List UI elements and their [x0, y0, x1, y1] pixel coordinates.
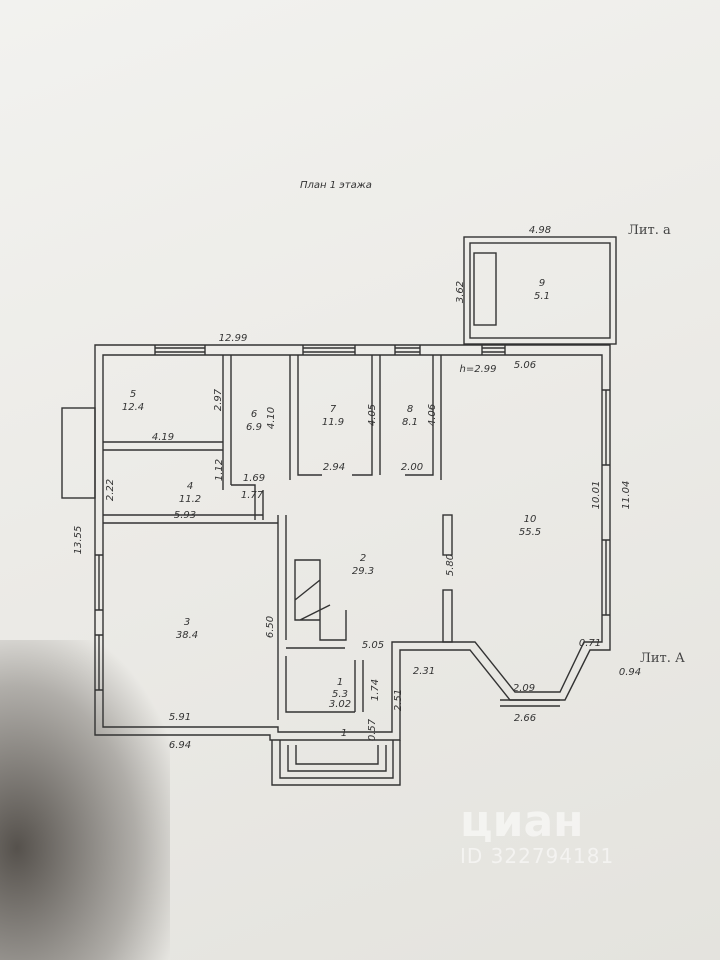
dimension: 3.02: [329, 699, 351, 710]
room-3: 338.4: [176, 617, 198, 641]
room-5: 512.4: [122, 389, 144, 413]
ceiling-height: h=2.99: [460, 364, 497, 375]
room-9: 95.1: [534, 278, 550, 302]
dimension: 2.94: [323, 462, 345, 473]
room-1: 15.3: [332, 677, 348, 700]
room-number: 9: [539, 278, 545, 289]
dimension: 2.22: [105, 479, 116, 501]
dimension: 0.94: [619, 667, 641, 678]
dimension: 2.51: [393, 689, 404, 711]
dimension: 6.94: [169, 740, 191, 751]
dimension: 4.05: [367, 404, 378, 426]
room-4: 411.2: [179, 481, 201, 505]
room-6: 66.9: [246, 409, 262, 433]
room-number: 6: [251, 409, 257, 420]
dimension: 2.66: [514, 713, 536, 724]
dimension: 10.01: [591, 481, 602, 510]
room-number: 5: [130, 389, 136, 400]
dimension: 5.80: [445, 554, 456, 576]
dimension: 1.69: [243, 473, 265, 484]
room-10: 10 55.5: [519, 514, 541, 538]
room-number: 2: [360, 553, 366, 564]
room-2: 229.3: [352, 553, 374, 577]
room-area: 5.1: [534, 291, 550, 302]
dimension: 5.91: [169, 712, 191, 723]
room-area: 55.5: [519, 527, 541, 538]
dimension: 4.10: [266, 407, 277, 429]
room-number: 8: [407, 404, 413, 415]
dimension: 11.04: [621, 481, 632, 510]
room-number: 3: [184, 617, 190, 628]
dimension: 0.57: [367, 718, 378, 741]
label-lit-a-big: Лит. А: [640, 651, 685, 666]
room-number: 1: [337, 677, 343, 688]
room-labels: 512.4 66.9 711.9 88.1 411.2 338.4 229.3 …: [122, 278, 550, 700]
room-number: 4: [187, 481, 193, 492]
dimension: 5.06: [514, 360, 536, 371]
dimension: 4.06: [427, 404, 438, 426]
dimension: 5.93: [174, 510, 196, 521]
dimension: 2.97: [213, 388, 224, 411]
room-area: 12.4: [122, 402, 144, 413]
room-area: 6.9: [246, 422, 262, 433]
room-number: 7: [330, 404, 337, 415]
dimensions: 12.99 4.98 3.62 5.06 h=2.99 2.97 4.10 4.…: [73, 225, 641, 751]
dimension: 3.62: [455, 281, 466, 303]
room-area: 38.4: [176, 630, 198, 641]
dimension: 1.12: [214, 459, 225, 481]
dimension: 5.05: [362, 640, 384, 651]
room-area: 5.3: [332, 689, 348, 700]
room-area: 8.1: [402, 417, 418, 428]
label-lit-a-small: Лит. а: [628, 223, 671, 238]
room-number: 10: [524, 514, 537, 525]
dimension: 12.99: [219, 333, 248, 344]
watermark-id: ID 322794181: [460, 844, 615, 868]
watermark: циан ID 322794181: [460, 796, 660, 869]
dimension: 2.09: [513, 683, 535, 694]
dimension: 2.00: [401, 462, 423, 473]
room-area: 11.9: [322, 417, 344, 428]
dimension: 13.55: [73, 526, 84, 555]
plan-title: План 1 этажа: [300, 180, 372, 191]
watermark-brand: циан: [460, 796, 584, 847]
dimension: 1.74: [370, 679, 381, 701]
room-7: 711.9: [322, 404, 344, 428]
porch-label: 1: [341, 728, 347, 739]
room-area: 11.2: [179, 494, 201, 505]
dimension: 1.77: [241, 490, 264, 501]
photo-shadow: [0, 640, 170, 960]
room-area: 29.3: [352, 566, 374, 577]
dimension: 4.98: [529, 225, 551, 236]
room-8: 88.1: [402, 404, 418, 428]
dimension: 2.31: [413, 666, 435, 677]
dimension: 0.71: [579, 638, 601, 649]
dimension: 6.50: [265, 616, 276, 638]
walls: [61, 236, 617, 786]
dimension: 4.19: [152, 432, 174, 443]
